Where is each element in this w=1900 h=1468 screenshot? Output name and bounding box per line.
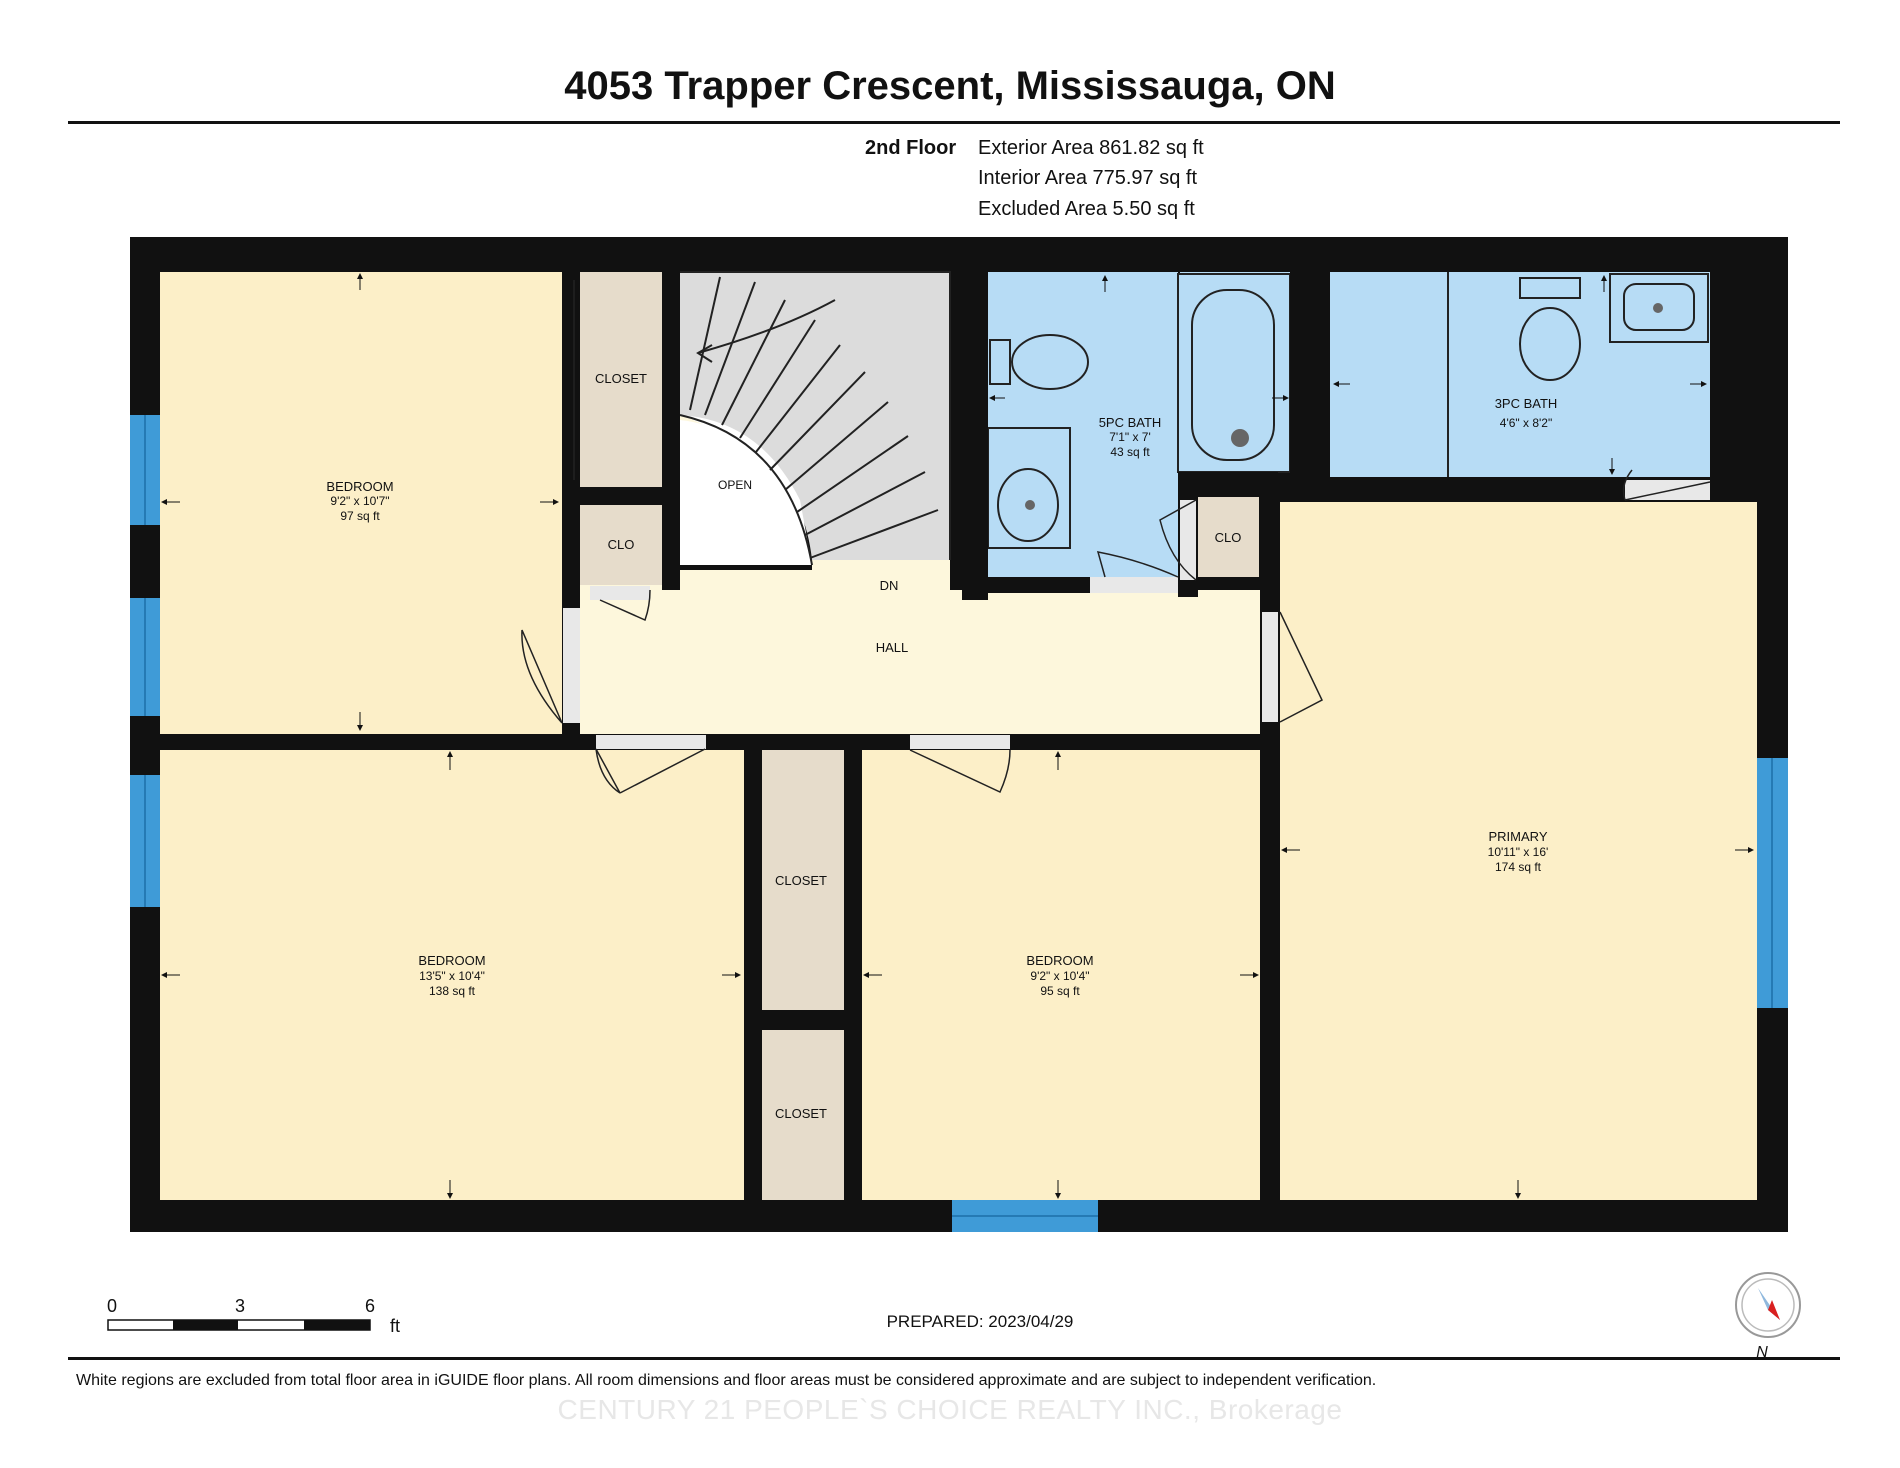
bath-3pc-dims: 4'6" x 8'2"	[1500, 416, 1552, 430]
hall-name: HALL	[876, 640, 909, 655]
closet-top-label: CLOSET	[595, 371, 647, 386]
hall-floor	[580, 590, 1260, 735]
scale-unit: ft	[390, 1316, 400, 1336]
bedroom-s-area: 95 sq ft	[1040, 984, 1080, 998]
open-area	[680, 420, 812, 565]
excluded-area: Excluded Area 5.50 sq ft	[978, 198, 1195, 220]
bedroom-s-dims: 9'2" x 10'4"	[1030, 969, 1089, 983]
interior-area: Interior Area 775.97 sq ft	[978, 167, 1198, 189]
bedroom-nw-floor	[160, 272, 562, 734]
bath-5pc-name: 5PC BATH	[1099, 415, 1162, 430]
bedroom-sw-name: BEDROOM	[418, 953, 485, 968]
bath-5pc-area: 43 sq ft	[1110, 445, 1150, 459]
scale-tick-0: 0	[107, 1296, 117, 1316]
watermark: CENTURY 21 PEOPLE`S CHOICE REALTY INC., …	[557, 1394, 1343, 1425]
primary-floor	[1280, 502, 1757, 1200]
closet-low-label: CLOSET	[775, 1106, 827, 1121]
scale-bar	[107, 1319, 371, 1331]
footer-divider	[68, 1357, 1840, 1360]
open-label: OPEN	[718, 478, 752, 492]
disclaimer: White regions are excluded from total fl…	[76, 1372, 1377, 1389]
toilet-5pc	[1011, 334, 1089, 390]
bath-5pc-dims: 7'1" x 7'	[1109, 430, 1151, 444]
compass-icon	[1735, 1272, 1801, 1338]
clo-right-floor	[1197, 497, 1259, 577]
bedroom-nw-name: BEDROOM	[326, 479, 393, 494]
window-lines	[144, 415, 1773, 1217]
primary-name: PRIMARY	[1489, 829, 1548, 844]
toilet-3pc	[1519, 307, 1581, 381]
primary-area: 174 sq ft	[1495, 860, 1542, 874]
prepared-date: PREPARED: 2023/04/29	[887, 1312, 1074, 1331]
scale-tick-6: 6	[365, 1296, 375, 1316]
bedroom-nw-dims: 9'2" x 10'7"	[330, 494, 389, 508]
bedroom-nw-area: 97 sq ft	[340, 509, 380, 523]
bedroom-sw-floor	[160, 750, 744, 1200]
bedroom-s-name: BEDROOM	[1026, 953, 1093, 968]
bedroom-s-floor	[862, 750, 1260, 1200]
bath-3pc-name: 3PC BATH	[1495, 396, 1558, 411]
scale-tick-3: 3	[235, 1296, 245, 1316]
closet-low-floor	[762, 1030, 844, 1200]
closet-top-floor	[580, 272, 662, 487]
clo-left-floor	[580, 505, 662, 585]
closet-mid-floor	[762, 750, 844, 1010]
title-divider	[68, 121, 1840, 124]
bedroom-sw-area: 138 sq ft	[429, 984, 476, 998]
floor-label: 2nd Floor	[865, 137, 957, 159]
page-title: 4053 Trapper Crescent, Mississauga, ON	[564, 64, 1336, 108]
exterior-area: Exterior Area 861.82 sq ft	[978, 137, 1204, 159]
door-swings	[521, 280, 1711, 794]
clo-left-label: CLO	[608, 537, 635, 552]
dimension-arrows	[161, 273, 1754, 1199]
staircase	[679, 271, 951, 566]
closet-mid-label: CLOSET	[775, 873, 827, 888]
bedroom-sw-dims: 13'5" x 10'4"	[419, 969, 485, 983]
windows	[130, 415, 1788, 1232]
stairs-down-label: DN	[880, 578, 899, 593]
bathtub	[1191, 289, 1275, 461]
primary-dims: 10'11" x 16'	[1488, 845, 1549, 859]
clo-right-label: CLO	[1215, 530, 1242, 545]
compass-north-label: N	[1756, 1344, 1768, 1361]
